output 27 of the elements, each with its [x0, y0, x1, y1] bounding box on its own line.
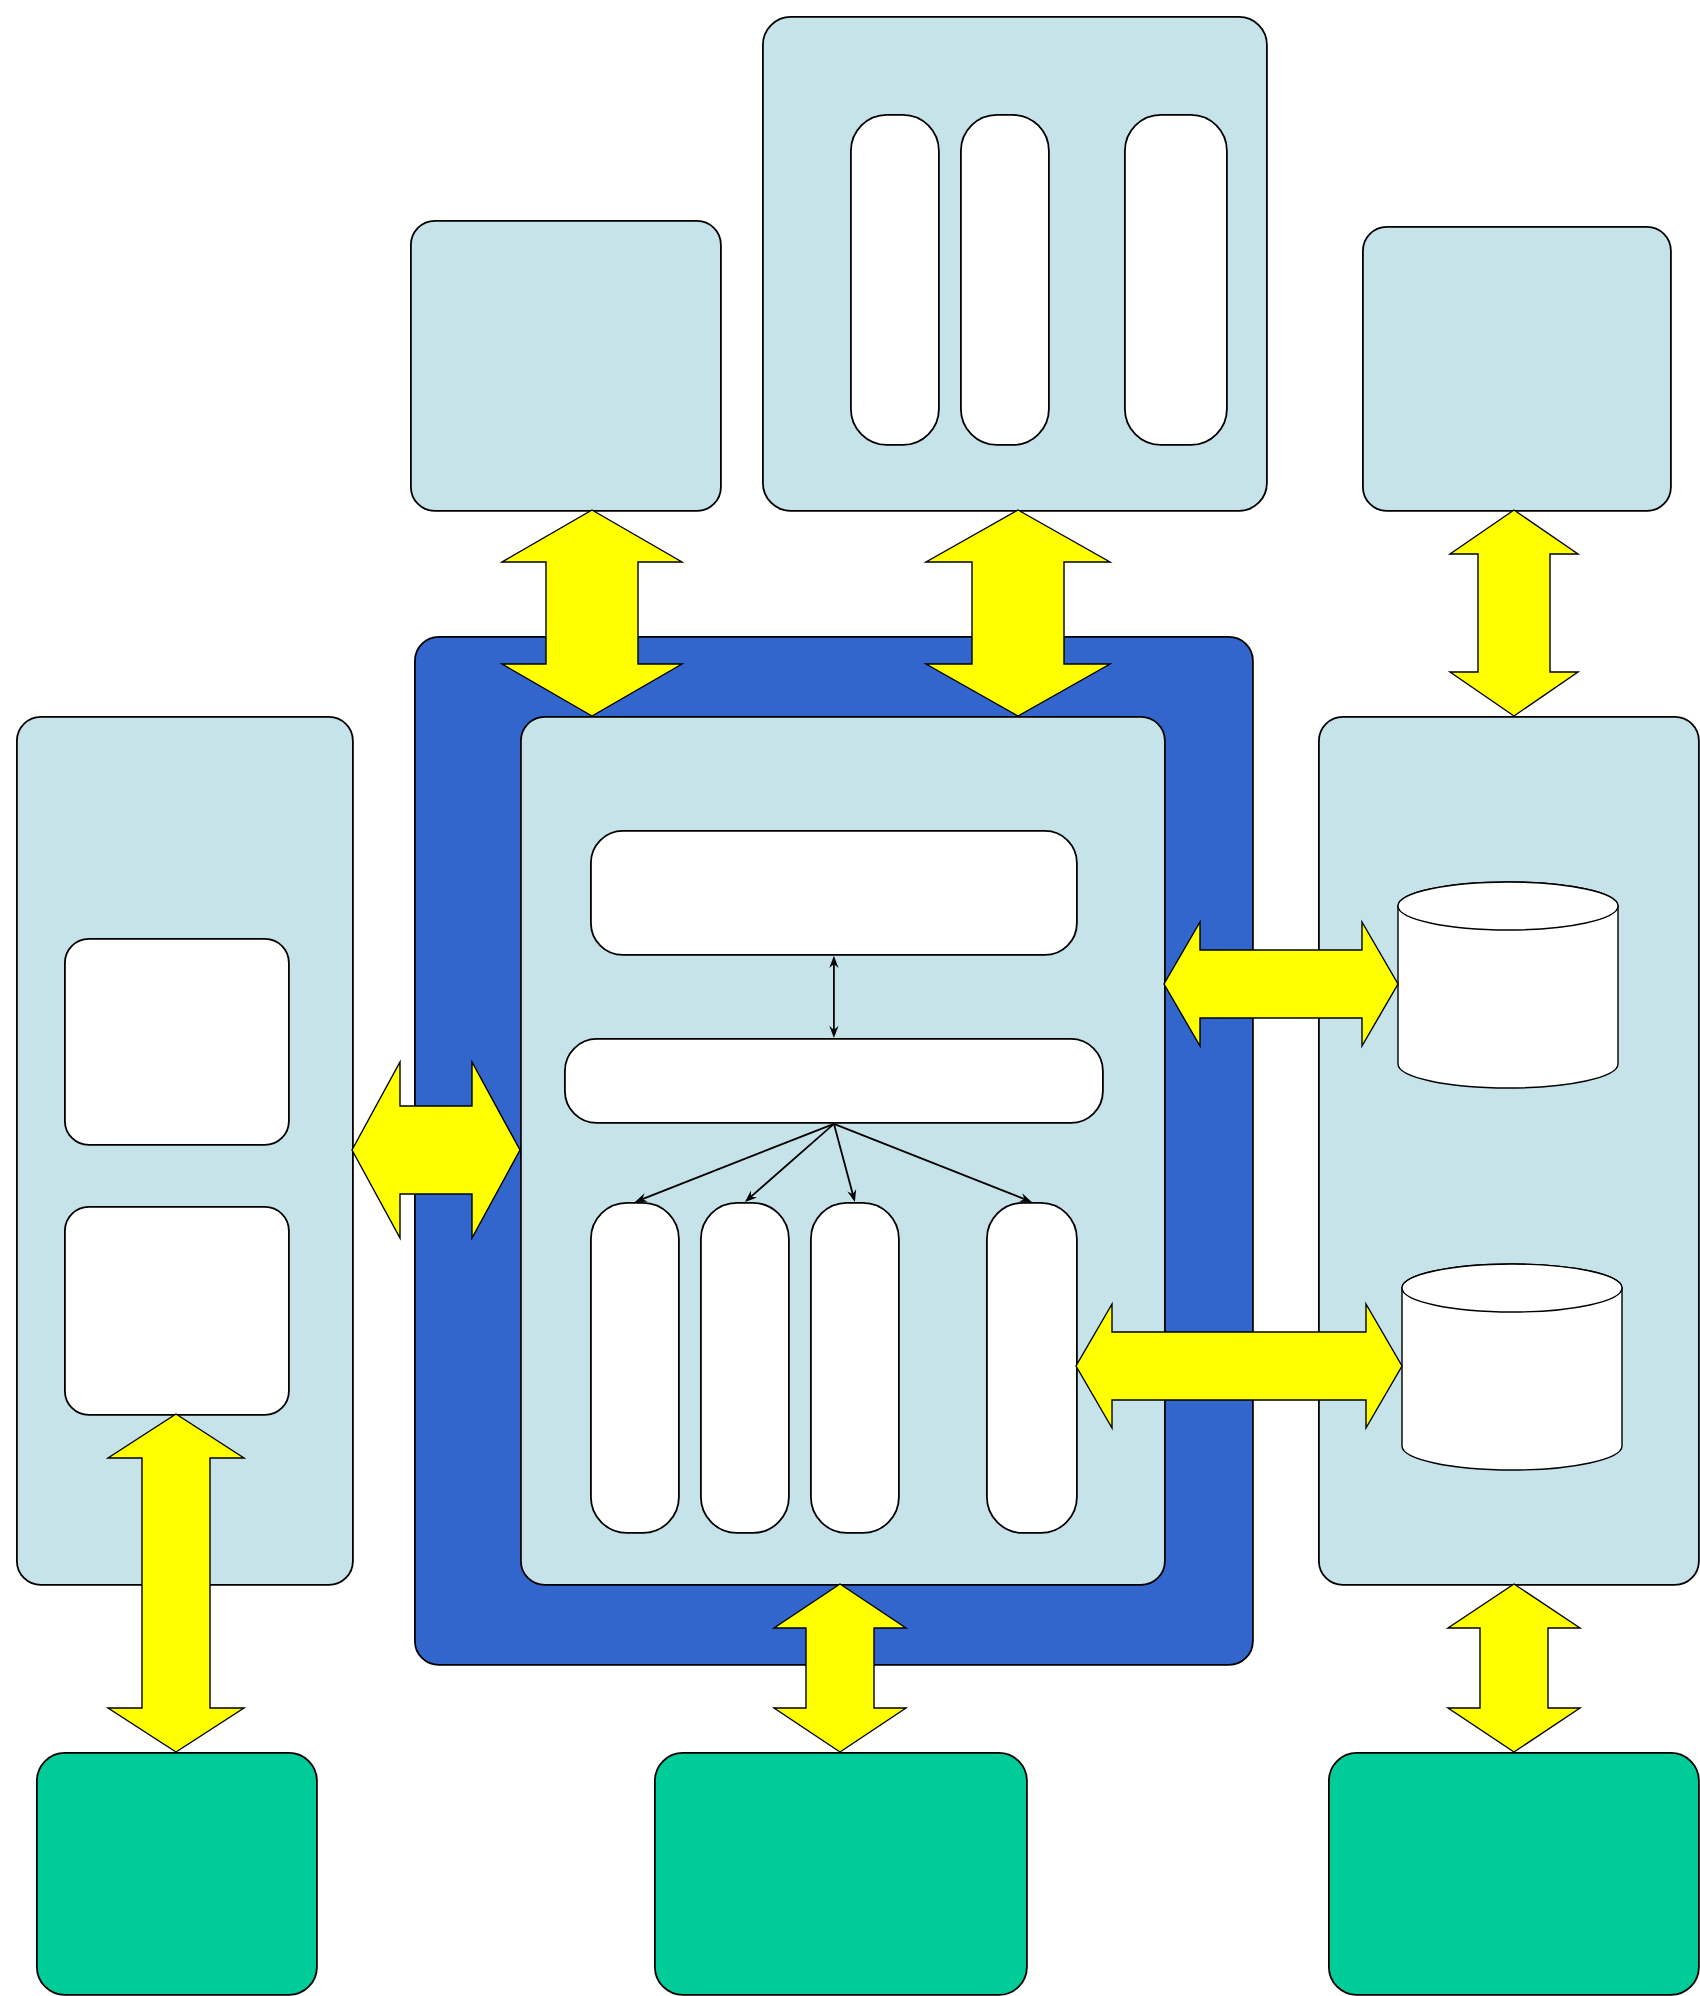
- block-arrow: [499, 509, 685, 717]
- terminal-box: [36, 1752, 318, 1996]
- terminal-box: [654, 1752, 1028, 1996]
- database-cylinder: [1397, 881, 1619, 1089]
- panel-box: [1362, 226, 1672, 512]
- pill-box: [986, 1202, 1078, 1534]
- block-arrow: [923, 509, 1113, 717]
- pill-box: [850, 114, 940, 446]
- rounded-box: [590, 830, 1078, 956]
- block-arrow: [771, 1583, 909, 1753]
- rounded-box: [64, 938, 290, 1146]
- block-arrow: [1445, 1583, 1583, 1753]
- rounded-box: [564, 1038, 1104, 1124]
- block-arrow: [1075, 1301, 1403, 1431]
- pill-box: [590, 1202, 680, 1534]
- panel-box: [410, 220, 722, 512]
- rounded-box: [64, 1206, 290, 1416]
- database-cylinder: [1401, 1263, 1623, 1471]
- block-arrow: [351, 1059, 521, 1241]
- block-arrow: [1163, 919, 1399, 1049]
- block-arrow: [105, 1413, 247, 1753]
- pill-box: [1124, 114, 1228, 446]
- pill-box: [810, 1202, 900, 1534]
- pill-box: [960, 114, 1050, 446]
- block-arrow: [1447, 509, 1581, 717]
- terminal-box: [1328, 1752, 1700, 1996]
- pill-box: [700, 1202, 790, 1534]
